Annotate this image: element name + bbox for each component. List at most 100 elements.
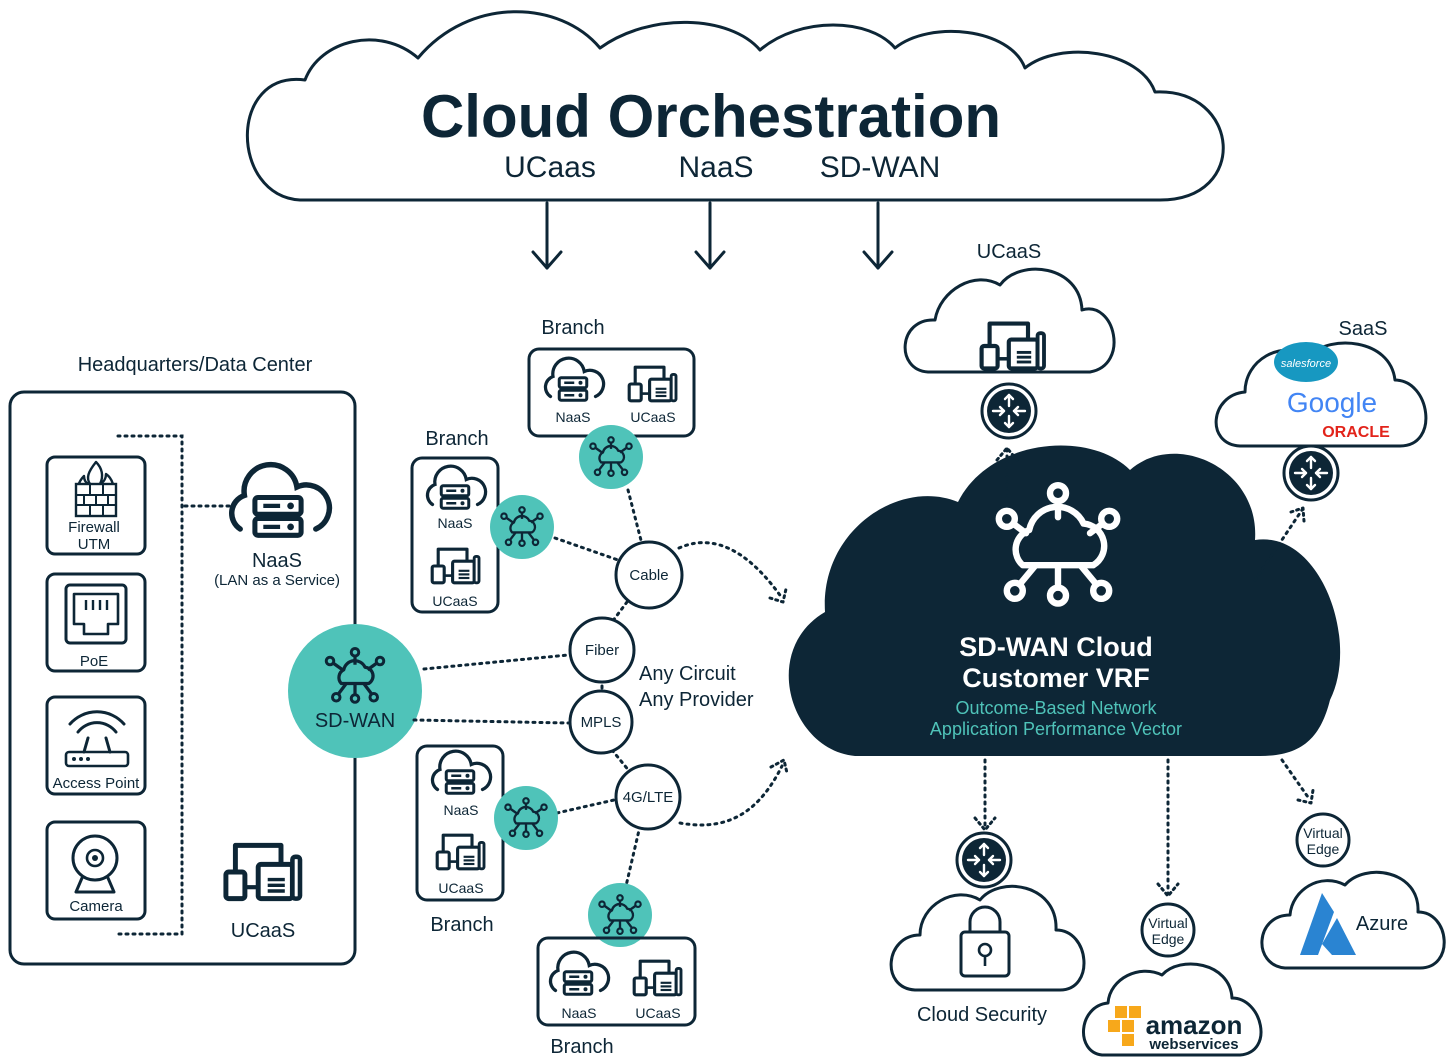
hq-bus-line [116,434,184,936]
virtual-edge-label-line1: Virtual [1148,915,1187,931]
azure-logo-icon [1300,893,1356,955]
circuit-node-label: 4G/LTE [623,789,674,806]
firewall-label: Firewall [68,519,120,536]
firewall-sublabel: UTM [78,536,111,553]
wifi-router-icon [64,710,130,768]
aws-logo-subtext: webservices [1148,1036,1238,1053]
branch-left-upper: Branch NaaS UCaaS [410,428,554,614]
naas-icon [430,749,493,795]
circuit-node-label: MPLS [581,714,622,731]
orchestration-title: Cloud Orchestration [421,83,1001,150]
saas-cloud: SaaS salesforce Google ORACLE [1214,318,1428,502]
branch-label: Branch [541,317,604,339]
branch-naas-label: NaaS [555,409,590,425]
aws-cloud: Virtual Edge amazon webservices [1082,902,1263,1057]
virtual-edge-label-line2: Edge [1307,841,1340,857]
access-point-device: Access Point [45,695,147,796]
orchestration-service-sdwan: SD-WAN [820,151,941,184]
circuit-node-mpls: MPLS [568,689,634,755]
hq-naas-sublabel: (LAN as a Service) [214,572,340,589]
camera-icon [71,834,119,894]
ucaas-icon [632,959,683,997]
orchestration-arrows [531,201,894,270]
ucaas-icon [430,547,481,585]
branch-top: Branch NaaS UCaaS [527,317,696,489]
branch-left-lower: NaaS UCaaS Branch [415,744,558,936]
salesforce-text: salesforce [1281,358,1331,370]
ethernet-port-icon [64,583,128,645]
circuit-node-cable: Cable [614,540,684,610]
camera-device: Camera [45,820,147,921]
poe-device: PoE [45,572,147,673]
cloud-orchestration-cloud: Cloud Orchestration UCaas NaaS SD-WAN [245,10,1225,202]
branch-naas-label: NaaS [443,802,478,818]
down-arrow-icon [694,201,726,270]
router-icon [955,831,1013,889]
aws-cubes-icon [1108,1006,1141,1046]
branch-naas-label: NaaS [437,515,472,531]
salesforce-logo: salesforce [1274,342,1338,382]
sdwan-cloud-subtitle-line2: Application Performance Vector [930,719,1182,739]
branch-ucaas-label: UCaaS [635,1005,680,1021]
naas-icon [543,356,606,402]
ucaas-icon [982,324,1044,369]
headquarters-title: Headquarters/Data Center [78,354,313,376]
hq-naas: NaaS (LAN as a Service) [214,465,340,589]
branch-bottom: NaaS UCaaS Branch [536,883,697,1058]
router-icon [980,382,1038,440]
orchestration-service-ucaas: UCaas [504,151,596,184]
circuit-node-label: Cable [629,567,668,584]
sdwan-cloud-title-line1: SD-WAN Cloud [959,632,1152,662]
ucaas-icon [226,845,300,898]
branch-label: Branch [425,428,488,450]
hq-ucaas-label: UCaaS [231,920,295,942]
firewall-device: Firewall UTM [45,455,147,556]
orchestration-service-naas: NaaS [678,151,753,184]
sdwan-cloud-title-line2: Customer VRF [962,663,1150,693]
access-point-label: Access Point [53,775,141,792]
naas-icon [425,464,488,510]
aws-logo-text: amazon [1146,1010,1243,1040]
naas-icon [548,950,611,996]
sdwan-cloud: SD-WAN Cloud Customer VRF Outcome-Based … [788,445,1341,756]
any-circuit-caption: Any Circuit [639,663,736,685]
circuit-node-4g-lte: 4G/LTE [614,763,682,831]
sdwan-cloud-subtitle-line1: Outcome-Based Network [955,698,1157,718]
cloud-security: Cloud Security [889,831,1086,1026]
branch-label: Branch [550,1036,613,1058]
circuit-node-fiber: Fiber [568,616,636,684]
hq-sdwan-label: SD-WAN [315,710,395,732]
branch-ucaas-label: UCaaS [432,593,477,609]
sdwan-cloud-icon [995,481,1121,607]
branch-ucaas-label: UCaaS [630,409,675,425]
google-logo: Google [1287,387,1377,418]
hq-sdwan-hub: SD-WAN [288,624,422,758]
sdwan-cloud-links [973,446,1315,898]
firewall-icon [74,460,118,518]
hq-naas-label: NaaS [252,550,302,572]
virtual-edge-label-line2: Edge [1152,931,1185,947]
hq-ucaas: UCaaS [226,845,300,942]
down-arrow-icon [531,201,563,270]
circuit-node-label: Fiber [585,642,619,659]
ucaas-cloud: UCaaS [903,241,1116,440]
ucaas-icon [435,833,486,871]
saas-cloud-label: SaaS [1339,318,1388,340]
circuit-links [412,488,789,888]
naas-icon [232,465,330,536]
ucaas-icon [627,365,678,403]
virtual-edge-badge [1140,902,1196,958]
router-icon [1282,444,1340,502]
down-arrow-icon [862,201,894,270]
lock-icon [959,905,1011,978]
azure-cloud: Virtual Edge Azure [1260,812,1446,970]
ucaas-cloud-label: UCaaS [977,241,1041,263]
poe-label: PoE [80,653,108,670]
branch-ucaas-label: UCaaS [438,880,483,896]
branch-label: Branch [430,914,493,936]
cloud-security-label: Cloud Security [917,1004,1047,1026]
oracle-logo: ORACLE [1322,424,1390,441]
any-provider-caption: Any Provider [639,689,754,711]
branch-naas-label: NaaS [561,1005,596,1021]
